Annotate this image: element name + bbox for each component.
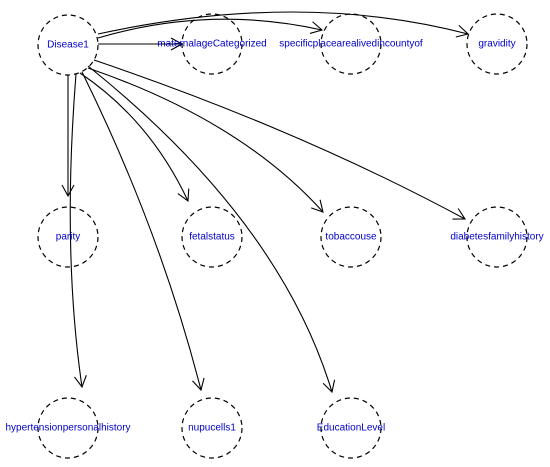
node-hypertension: hypertensionpersonalhistory [5,397,131,459]
edge-Disease1-to-specificplace [97,18,324,39]
node-nupucells: nupucells1 [181,397,243,459]
node-label: diabetesfamilyhistory [450,232,543,243]
node-circle [37,14,99,76]
node-specificplace: specificplacearealivedincountyof [279,13,423,75]
node-parity: parity [37,206,99,268]
node-Disease1: Disease1 [37,14,99,76]
node-circle [37,206,99,268]
edge-Disease1-to-hypertension [69,73,87,389]
node-circle [320,13,382,75]
node-circle [37,397,99,459]
edge-Disease1-to-diabetes [93,59,467,220]
node-label: nupucells1 [188,423,236,434]
edge-line [79,72,189,202]
edge-Disease1-to-education [87,65,336,394]
arrowhead-icon [322,379,336,394]
node-tobaccouse: tobaccouse [320,206,382,268]
node-circle [181,13,243,75]
node-circle [466,206,528,268]
nodes-layer: Disease1 maternalageCategorized specificpl… [5,13,544,459]
arrowhead-icon [177,188,190,203]
arrowhead-icon [192,377,205,392]
edge-line [97,18,323,39]
arrowhead-icon [455,25,470,38]
arrowhead-icon [74,375,87,389]
node-label: maternalageCategorized [157,39,267,50]
edges-layer [61,11,470,394]
node-diabetes: diabetesfamilyhistory [450,206,544,268]
node-label: EducationLevel [317,423,385,434]
arrowhead-icon [309,21,324,34]
edge-line [93,59,466,220]
node-education: EducationLevel [317,397,385,459]
node-label: specificplacearealivedincountyof [279,39,423,50]
edge-line [97,11,469,35]
arrowhead-icon [452,208,467,220]
node-circle [320,397,382,459]
edge-Disease1-to-gravidity [97,11,470,38]
node-label: gravidity [478,39,515,50]
node-label: Disease1 [47,40,89,51]
edge-Disease1-to-fetalstatus [79,72,190,203]
arrowhead-icon [310,199,324,213]
node-circle [320,206,382,268]
node-label: fetalstatus [189,232,235,243]
edge-Disease1-to-parity [61,75,75,198]
node-label: tobaccouse [325,232,377,243]
edge-line [69,73,83,388]
node-gravidity: gravidity [466,13,528,75]
node-fetalstatus: fetalstatus [181,206,243,268]
node-maternalage: maternalageCategorized [157,13,267,75]
edge-line [87,67,324,213]
edge-line [81,71,202,391]
node-circle [466,13,528,75]
edge-Disease1-to-nupucells [81,71,205,392]
node-label: hypertensionpersonalhistory [5,423,130,434]
node-label: parity [56,232,80,243]
arrowhead-icon [61,184,75,198]
node-circle [181,206,243,268]
edge-line [87,65,333,393]
edge-Disease1-to-tobaccouse [87,67,324,213]
node-circle [181,397,243,459]
